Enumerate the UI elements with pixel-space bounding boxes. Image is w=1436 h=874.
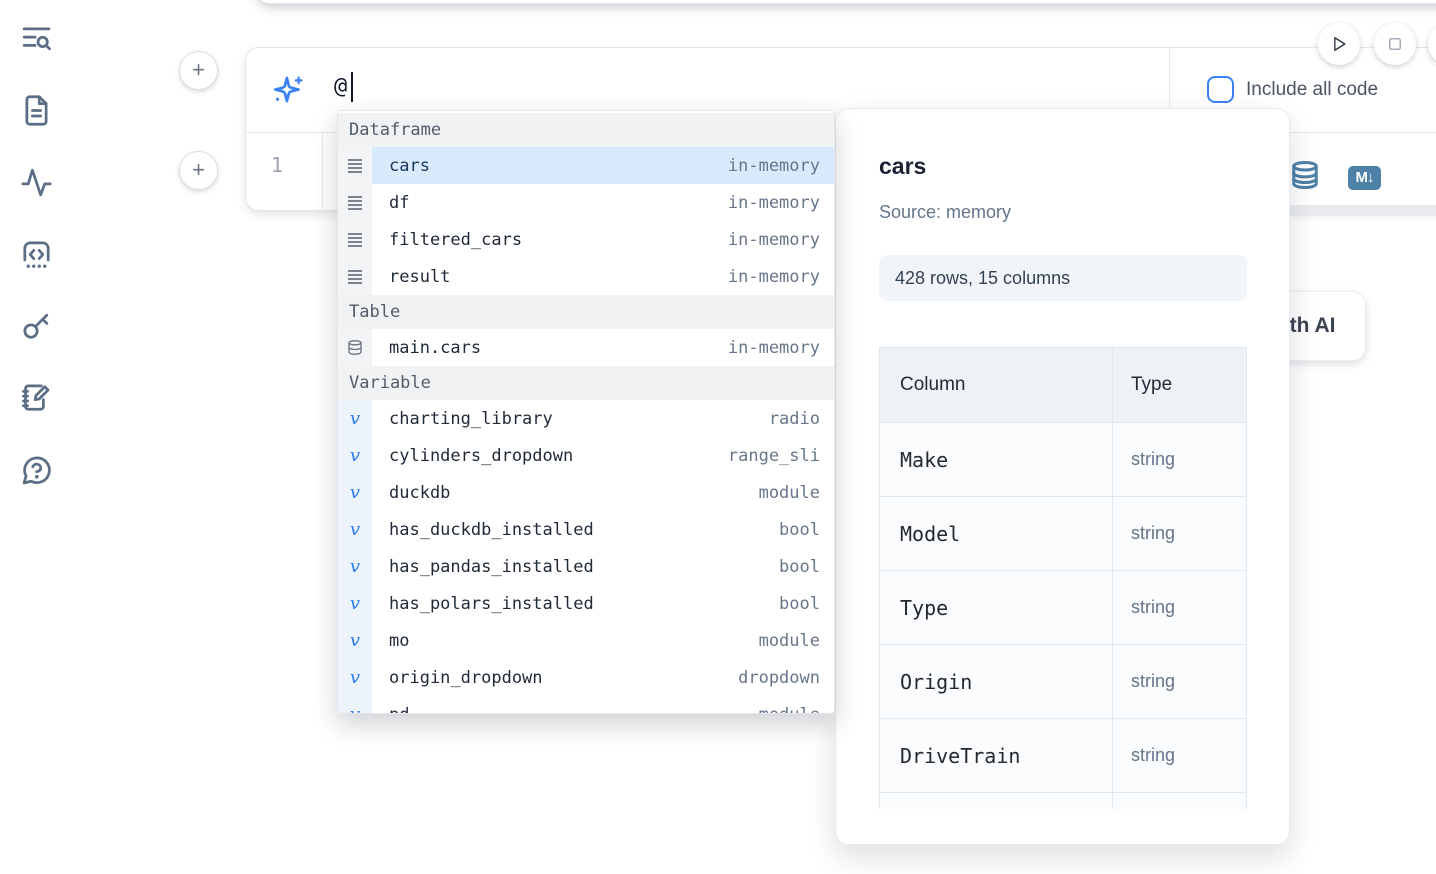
table-of-contents-search-icon[interactable] [20, 22, 53, 55]
schema-row-partial [880, 793, 1247, 809]
variable-icon: v [338, 548, 372, 585]
variable-icon: v [338, 585, 372, 622]
panel-source: Source: memory [879, 202, 1012, 222]
logs-activity-icon[interactable] [20, 166, 53, 199]
variable-icon: v [338, 474, 372, 511]
dataframe-icon [338, 184, 372, 221]
section-header-table: Table [338, 295, 834, 329]
schema-header-row: Column Type [880, 348, 1247, 423]
editor-gutter: 1 [246, 133, 323, 210]
variable-icon: v [338, 511, 372, 548]
helper-sidebar [0, 0, 72, 874]
secrets-key-icon[interactable] [20, 309, 53, 342]
dataframe-preview-panel: cars Source: memory 428 rows, 15 columns… [835, 108, 1290, 845]
variable-icon: v [338, 400, 372, 437]
stop-button[interactable] [1374, 23, 1416, 65]
help-chat-icon[interactable] [20, 454, 53, 487]
documentation-icon[interactable] [20, 94, 53, 127]
add-cell-above-button[interactable]: + [179, 51, 218, 90]
include-all-code-checkbox[interactable] [1207, 76, 1234, 103]
text-caret [351, 72, 353, 102]
schema-row: Type string [880, 571, 1247, 645]
panel-title: cars [879, 153, 927, 179]
stop-icon [1389, 38, 1401, 50]
schema-row: Origin string [880, 645, 1247, 719]
play-icon [1334, 37, 1346, 51]
variable-icon: v [338, 437, 372, 474]
schema-table: Column Type Make string Model string Typ… [879, 347, 1247, 809]
section-header-dataframe: Dataframe [338, 113, 834, 147]
shape-badge: 428 rows, 15 columns [879, 255, 1247, 301]
variable-icon: v [338, 696, 372, 713]
convert-to-sql-button[interactable] [1290, 160, 1320, 195]
schema-row: Make string [880, 423, 1247, 497]
autocomplete-item[interactable]: v pdmodule [338, 696, 834, 713]
add-cell-below-button[interactable]: + [179, 151, 218, 190]
line-number: 1 [271, 153, 284, 177]
prompt-options: Include all code [1169, 48, 1436, 133]
database-icon [338, 329, 372, 366]
run-cell-button[interactable] [1318, 23, 1360, 65]
convert-to-markdown-button[interactable]: M↓ [1348, 165, 1381, 190]
dataframe-icon [338, 221, 372, 258]
include-all-code-label: Include all code [1246, 79, 1379, 100]
ai-sparkles-icon [271, 74, 305, 108]
dataframe-icon [338, 258, 372, 295]
variable-icon: v [338, 622, 372, 659]
variable-icon: v [338, 659, 372, 696]
dataframe-icon [338, 147, 372, 184]
schema-row: Model string [880, 497, 1247, 571]
schema-row: DriveTrain string [880, 719, 1247, 793]
scratchpad-icon[interactable] [20, 381, 53, 414]
snippets-icon[interactable] [20, 238, 53, 271]
extra-action-button[interactable] [1428, 23, 1436, 65]
code-editor-row[interactable]: 1 M↓ [246, 133, 1436, 210]
section-header-variable: Variable [338, 366, 834, 400]
previous-cell-edge [255, 0, 1436, 4]
ai-prompt-input[interactable]: @ [334, 74, 348, 99]
